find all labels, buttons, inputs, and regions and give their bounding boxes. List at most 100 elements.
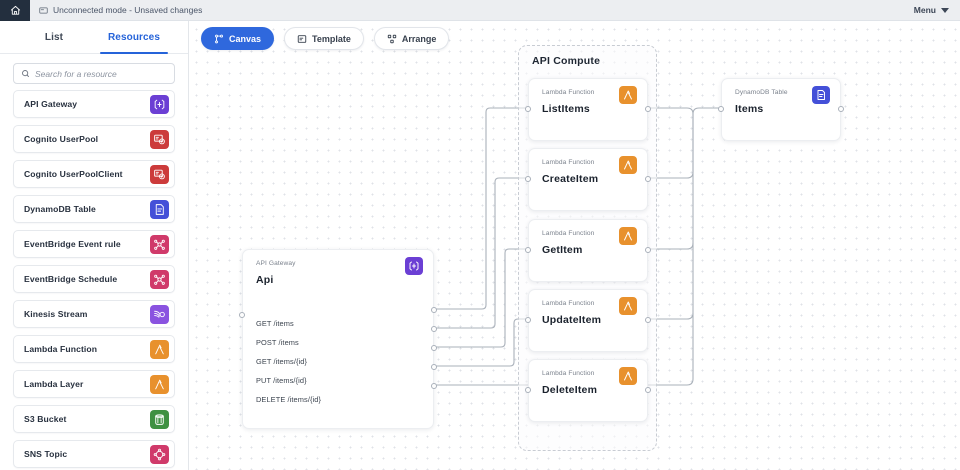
resource-item-label: Cognito UserPool xyxy=(24,134,99,144)
menu-button[interactable]: Menu xyxy=(914,5,949,15)
top-bar: Unconnected mode - Unsaved changes Menu xyxy=(0,0,960,21)
node-lambda-updateitem[interactable]: Lambda Function UpdateItem xyxy=(525,289,651,352)
resource-item-lambda-layer[interactable]: Lambda Layer xyxy=(13,370,175,398)
tab-template[interactable]: Template xyxy=(284,27,364,50)
status-indicator: Unconnected mode - Unsaved changes xyxy=(39,5,202,15)
port-input[interactable] xyxy=(525,175,532,182)
s3-icon xyxy=(150,409,169,429)
node-title: Items xyxy=(735,103,764,115)
search-icon xyxy=(21,65,30,83)
port-output[interactable] xyxy=(644,386,651,393)
node-lambda-listitems[interactable]: Lambda Function ListItems xyxy=(525,78,651,141)
port-route-delete-item-id[interactable] xyxy=(430,382,437,389)
node-type-label: Lambda Function xyxy=(542,230,595,237)
port-api-input[interactable] xyxy=(239,312,246,319)
canvas-icon xyxy=(214,34,224,44)
node-type-label: Lambda Function xyxy=(542,89,595,96)
port-input[interactable] xyxy=(525,246,532,253)
route-row[interactable]: POST /items xyxy=(256,338,299,347)
port-input[interactable] xyxy=(525,386,532,393)
tab-list-label: List xyxy=(44,31,64,43)
kinesis-icon xyxy=(150,304,169,324)
resource-item-label: Kinesis Stream xyxy=(24,309,88,319)
resource-item-api-gateway[interactable]: API Gateway xyxy=(13,90,175,118)
resource-item-eventbridge-schedule[interactable]: EventBridge Schedule xyxy=(13,265,175,293)
arrange-icon xyxy=(387,34,397,44)
port-output[interactable] xyxy=(644,316,651,323)
card-icon xyxy=(39,6,48,15)
resource-item-sns-topic[interactable]: SNS Topic xyxy=(13,440,175,468)
node-type-label: Lambda Function xyxy=(542,159,595,166)
port-input[interactable] xyxy=(525,105,532,112)
resource-item-label: Lambda Layer xyxy=(24,379,84,389)
route-row[interactable]: GET /items/{id} xyxy=(256,357,308,366)
tab-template-label: Template xyxy=(312,33,351,44)
node-title: ListItems xyxy=(542,103,590,115)
port-output[interactable] xyxy=(644,175,651,182)
resource-item-cognito-userpool[interactable]: Cognito UserPool xyxy=(13,125,175,153)
chevron-down-icon xyxy=(941,7,949,13)
node-type-label: DynamoDB Table xyxy=(735,89,788,96)
search-input[interactable]: Search for a resource xyxy=(13,63,175,84)
node-title: GetItem xyxy=(542,244,583,256)
canvas-toolbar: Canvas Template Arrange xyxy=(201,27,450,50)
port-input[interactable] xyxy=(718,105,725,112)
port-output[interactable] xyxy=(837,105,844,112)
resource-item-cognito-userpoolclient[interactable]: Cognito UserPoolClient xyxy=(13,160,175,188)
resource-item-dynamodb-table[interactable]: DynamoDB Table xyxy=(13,195,175,223)
lambda-icon xyxy=(619,297,637,315)
route-row[interactable]: GET /items xyxy=(256,319,294,328)
edge-get-items xyxy=(419,107,528,310)
resource-item-kinesis-stream[interactable]: Kinesis Stream xyxy=(13,300,175,328)
route-row[interactable]: DELETE /items/{id} xyxy=(256,395,322,404)
port-input[interactable] xyxy=(525,316,532,323)
edge-get-item-id xyxy=(419,248,528,348)
group-title: API Compute xyxy=(532,55,601,67)
tab-arrange[interactable]: Arrange xyxy=(373,27,450,50)
port-output[interactable] xyxy=(644,105,651,112)
tab-resources-label: Resources xyxy=(107,31,161,43)
home-button[interactable] xyxy=(0,0,30,21)
api-gateway-icon xyxy=(150,94,169,114)
route-row[interactable]: PUT /items/{id} xyxy=(256,376,307,385)
template-icon xyxy=(297,34,307,44)
tab-resources[interactable]: Resources xyxy=(94,21,174,54)
port-route-put-item-id[interactable] xyxy=(430,363,437,370)
dynamodb-icon xyxy=(812,86,830,104)
edge-deleteitem-dynamo xyxy=(647,107,694,386)
tab-canvas[interactable]: Canvas xyxy=(201,27,275,50)
resource-item-label: DynamoDB Table xyxy=(24,204,96,214)
resource-item-label: EventBridge Schedule xyxy=(24,274,118,284)
tab-list[interactable]: List xyxy=(14,21,94,53)
resource-item-lambda-function[interactable]: Lambda Function xyxy=(13,335,175,363)
node-title: UpdateItem xyxy=(542,314,602,326)
port-route-post-items[interactable] xyxy=(430,325,437,332)
tab-arrange-label: Arrange xyxy=(401,33,437,44)
sns-icon xyxy=(150,444,169,464)
node-type-label: API Gateway xyxy=(256,260,296,267)
edge-createitem-dynamo xyxy=(647,107,721,179)
resource-item-s3-bucket[interactable]: S3 Bucket xyxy=(13,405,175,433)
resource-item-label: SNS Topic xyxy=(24,449,68,459)
resource-item-label: EventBridge Event rule xyxy=(24,239,121,249)
eventbridge-icon xyxy=(150,269,169,289)
home-icon xyxy=(10,5,21,16)
port-route-get-items[interactable] xyxy=(430,306,437,313)
port-output[interactable] xyxy=(644,246,651,253)
node-dynamodb-items[interactable]: DynamoDB Table Items xyxy=(718,78,844,141)
eventbridge-icon xyxy=(150,234,169,254)
edge-put-item-id xyxy=(419,318,528,367)
canvas[interactable]: Canvas Template Arrange xyxy=(190,21,960,470)
resource-item-eventbridge-event-rule[interactable]: EventBridge Event rule xyxy=(13,230,175,258)
menu-label: Menu xyxy=(913,5,936,15)
status-text: Unconnected mode - Unsaved changes xyxy=(53,5,203,15)
dynamodb-icon xyxy=(150,199,169,219)
port-route-get-item-id[interactable] xyxy=(430,344,437,351)
node-lambda-createitem[interactable]: Lambda Function CreateItem xyxy=(525,148,651,211)
node-title: CreateItem xyxy=(542,173,599,185)
node-lambda-deleteitem[interactable]: Lambda Function DeleteItem xyxy=(525,359,651,422)
node-lambda-getitem[interactable]: Lambda Function GetItem xyxy=(525,219,651,282)
